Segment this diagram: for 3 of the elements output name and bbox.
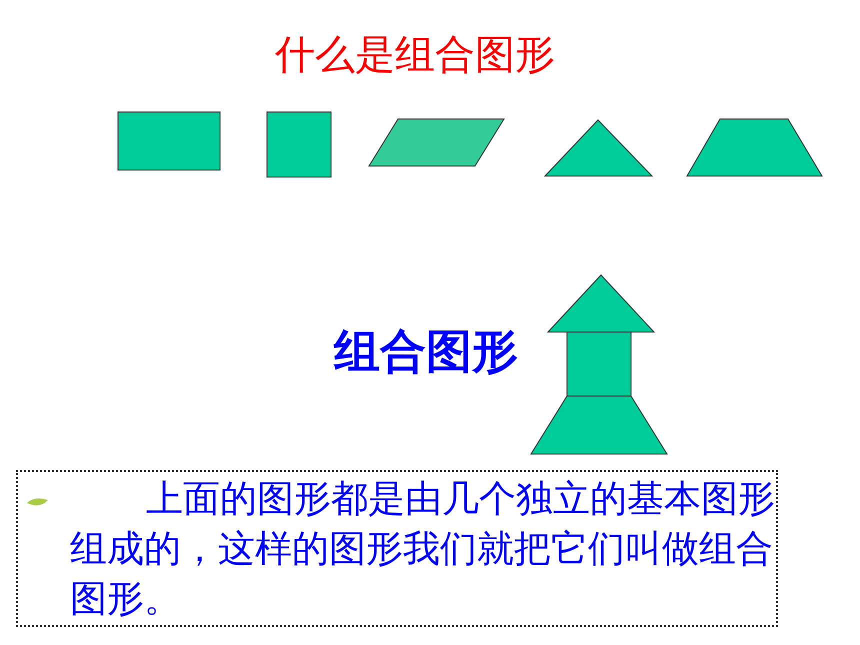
heading-label: 组合图形: [334, 323, 518, 380]
slide-title: 什么是组合图形: [274, 31, 556, 80]
paragraph: 上面的图形都是由几个独立的基本图形组成的，这样的图形我们就把它们叫做组合图形。: [70, 476, 776, 622]
